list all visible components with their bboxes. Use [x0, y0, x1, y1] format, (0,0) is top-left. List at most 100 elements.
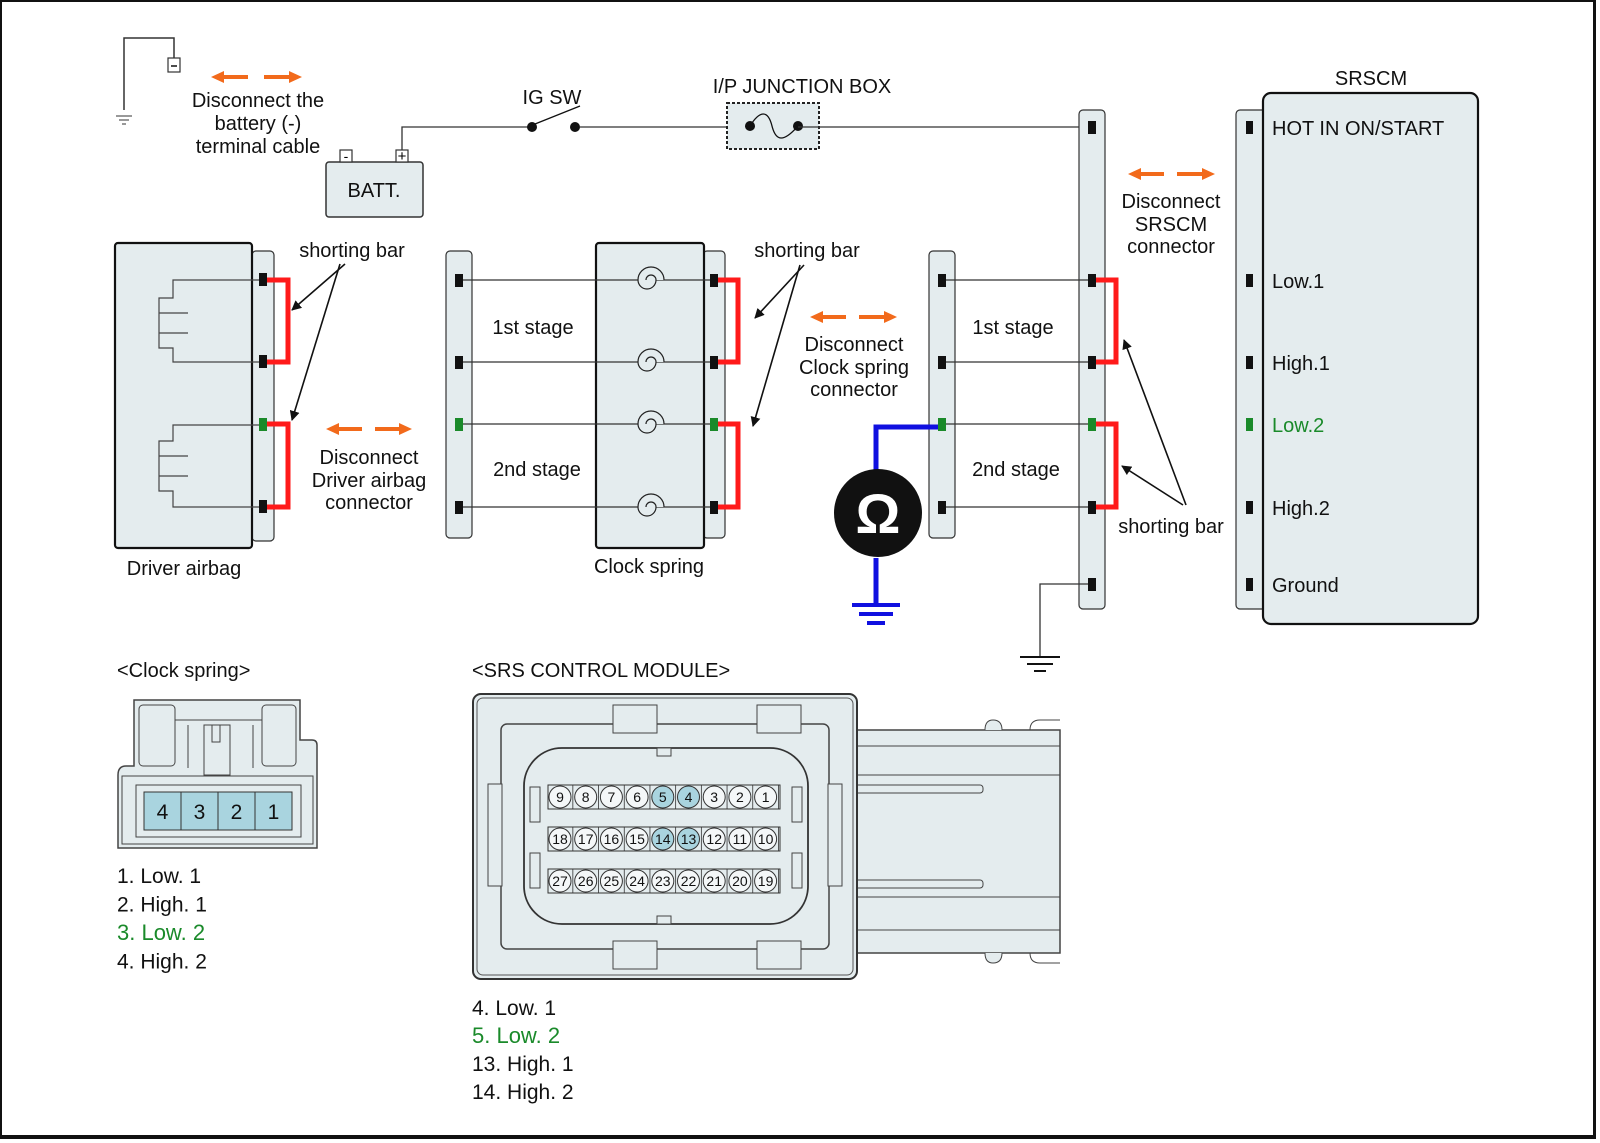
shorting-bar-2 [267, 421, 291, 510]
srs-module-pin [728, 827, 752, 851]
stage-1-label-harness: 1st stage [972, 317, 1053, 339]
srscm-note-line-2: SRSCM [1135, 214, 1207, 236]
srs-module-legend-item: 14. High. 2 [472, 1081, 574, 1104]
srs-module-pin-number: 8 [582, 789, 590, 805]
srs-module-pin [574, 827, 598, 851]
srs-module-pin-number: 27 [552, 873, 568, 889]
harness-connector [928, 109, 1119, 656]
srs-module-pin-number: 17 [578, 831, 594, 847]
ohmmeter: Ω [834, 424, 938, 625]
srs-module-pin-number: 25 [604, 873, 620, 889]
clock-spring-label: Clock spring [594, 556, 704, 578]
ig-sw-label: IG SW [523, 87, 582, 109]
clock-spring-note-line-1: Disconnect [805, 334, 904, 356]
clock-spring [445, 241, 741, 550]
srs-module-legend-item: 4. Low. 1 [472, 997, 556, 1020]
connector-pin [1088, 274, 1096, 287]
srs-module-pin-number: 5 [659, 789, 667, 805]
srs-module-pin [548, 869, 572, 893]
srs-module-pin [651, 785, 675, 809]
srs-module-pin [651, 869, 675, 893]
junction-box [726, 102, 820, 150]
clock-spring-pin-number: 3 [194, 801, 206, 824]
connector-pin [938, 501, 946, 514]
ohm-icon: Ω [856, 482, 901, 545]
battery-pos-terminal: + [398, 148, 407, 165]
driver-airbag-disconnect-arrow-icon [326, 423, 412, 435]
clock-spring-pin-cell [254, 791, 293, 831]
srscm-pin [1246, 578, 1253, 591]
shorting-bar-pointer-icon [1122, 339, 1187, 506]
srs-module-pin-number: 14 [655, 831, 671, 847]
battery-note-line-2: battery (-) [215, 113, 302, 135]
connector-pin [710, 501, 718, 514]
coil-icon [637, 493, 665, 517]
clock-spring-pin-number: 1 [268, 801, 280, 824]
srs-module-pin [728, 785, 752, 809]
srs-module-pin [651, 827, 675, 851]
clock-spring-pin-cell [180, 791, 219, 831]
connector-pin [710, 418, 718, 431]
coil-icon [637, 348, 665, 372]
battery-note-line-1: Disconnect the [192, 90, 324, 112]
shorting-bar-6 [1096, 421, 1119, 510]
srs-module-pin-number: 26 [578, 873, 594, 889]
srs-module-legend-item: 5. Low. 2 [472, 1023, 560, 1048]
shorting-bar-pointer-icon [1121, 465, 1184, 506]
srs-module-pin [677, 827, 700, 851]
clock-spring-legend-item: 4. High. 2 [117, 951, 207, 974]
srs-module-pin [754, 785, 778, 809]
srs-module-pin-number: 2 [736, 789, 744, 805]
srs-module-pin-number: 23 [655, 873, 671, 889]
airbag-note-line-2: Driver airbag [312, 470, 426, 492]
ground-icon [116, 115, 132, 125]
srs-module-pin-number: 21 [706, 873, 722, 889]
srs-module-pin-number: 11 [733, 831, 748, 847]
fuse-icon [749, 113, 799, 139]
srs-module-pin [599, 785, 623, 809]
connector-pin [710, 274, 718, 287]
srs-module-pin [548, 827, 572, 851]
airbag-note-line-3: connector [325, 492, 413, 514]
power-wire [401, 126, 532, 150]
srs-module-pin-number: 24 [629, 873, 645, 889]
srscm-title: SRSCM [1335, 68, 1407, 90]
srs-module-pin [599, 869, 623, 893]
stage-2-label: 2nd stage [493, 459, 581, 481]
srs-module-pin [625, 869, 649, 893]
srscm-pin-label: High.1 [1272, 353, 1330, 375]
junction-box-label: I/P JUNCTION BOX [713, 76, 892, 98]
srs-module-pin [728, 869, 752, 893]
clock-spring-legend-item: 2. High. 1 [117, 894, 207, 917]
srs-module-pin [754, 827, 778, 851]
srscm-pin [1246, 356, 1253, 369]
shorting-bar-3 [718, 277, 741, 365]
srscm-pin-label: High.2 [1272, 498, 1330, 520]
shorting-bar-label-1: shorting bar [299, 240, 405, 262]
battery-label: BATT. [348, 180, 401, 202]
srscm-pin [1246, 501, 1253, 514]
srs-module-pin [625, 827, 649, 851]
ground-icon [1020, 656, 1060, 672]
srscm-pin-label: Low.1 [1272, 271, 1324, 293]
shorting-bar-pointer-icon [289, 263, 341, 421]
srs-module-legend-item: 13. High. 1 [472, 1053, 574, 1076]
clock-spring-pin-number: 2 [231, 801, 243, 824]
shorting-bar-pointer-icon [291, 263, 346, 311]
connector-pin [938, 274, 946, 287]
shorting-bar-1 [267, 277, 291, 365]
srs-module-pin-number: 9 [556, 789, 564, 805]
srscm-note-line-1: Disconnect [1122, 191, 1221, 213]
srscm-pin [1246, 121, 1253, 134]
connector-pin [455, 274, 463, 287]
srs-module-pin-number: 1 [762, 789, 770, 805]
battery-disconnect-arrow-icon [211, 71, 302, 83]
connector-pin [938, 418, 946, 431]
shorting-bar-4 [718, 421, 741, 510]
srscm-pin-label: Ground [1272, 575, 1339, 597]
connector-pin [1088, 501, 1096, 514]
